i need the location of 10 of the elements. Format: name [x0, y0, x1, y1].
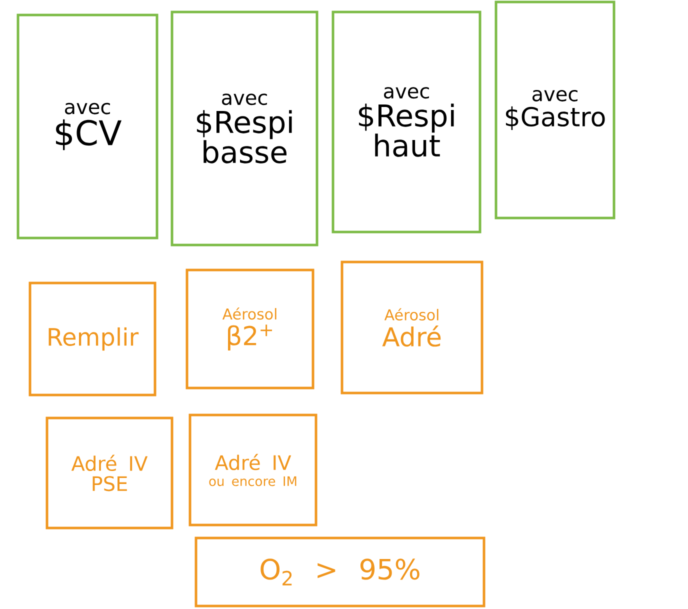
note-box: Adré IV PSE — [46, 416, 174, 530]
note-box: avec $Gastro — [494, 0, 616, 220]
note-box: Adré IV ou encore IM — [188, 414, 318, 526]
note-box: avec $CV — [16, 14, 158, 240]
note-box: Remplir — [28, 282, 156, 396]
note-box: Aérosol β2$^{+}$ — [186, 268, 314, 390]
note-box: avec $Respi basse — [170, 10, 318, 246]
note-box: O$_{2}$ > 95% — [194, 536, 486, 608]
note-box: avec $Respi haut — [332, 10, 482, 234]
note-box: Aérosol Adré — [340, 260, 484, 394]
